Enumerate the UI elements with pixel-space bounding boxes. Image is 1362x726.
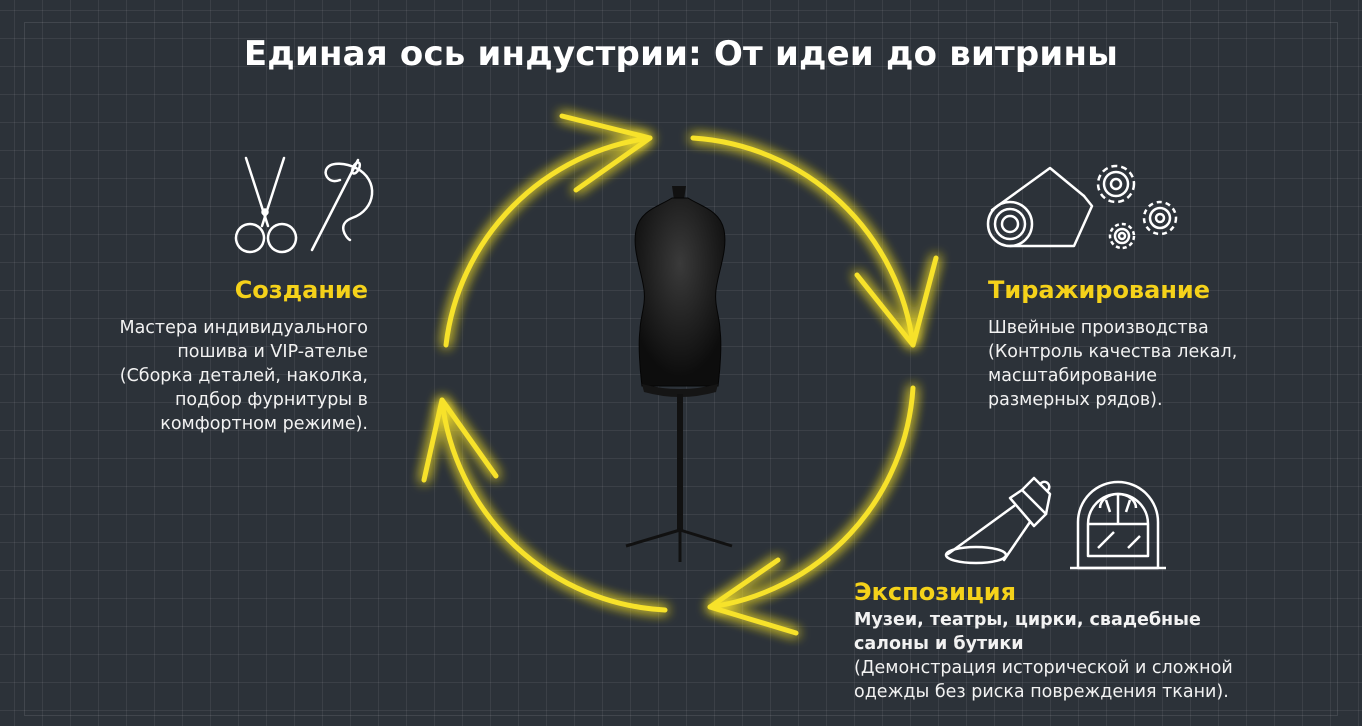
stage-description-replication: Швейные производства (Контроль качества … (988, 316, 1237, 412)
creation-line-4: подбор фурнитуры в (174, 390, 368, 410)
shop-window-icon (1070, 480, 1166, 570)
cycle-arrow-top-left (443, 113, 653, 348)
cycle-arrow-bottom-left (421, 397, 668, 613)
exposition-line-2: одежды без риска повреждения ткани). (854, 682, 1229, 702)
frame (24, 22, 1338, 716)
exposition-line-1: (Демонстрация исторической и сложной (854, 658, 1233, 678)
gears-icon (1096, 164, 1178, 250)
spotlight-icon (944, 476, 1052, 565)
stage-description-creation: Мастера индивидуального пошива и VIP-ате… (119, 316, 368, 436)
stage-heading-creation: Создание (234, 276, 368, 304)
stage-heading-exposition: Экспозиция (854, 578, 1016, 606)
replication-line-4: размерных рядов). (988, 390, 1163, 410)
creation-line-1: Мастера индивидуального (119, 318, 368, 338)
exposition-bold-line-1: Музеи, театры, цирки, свадебные (854, 610, 1201, 630)
creation-line-2: пошива и VIP-ателье (177, 342, 368, 362)
creation-line-3: (Сборка деталей, наколка, (119, 366, 368, 386)
cycle-arrow-top-right (690, 135, 939, 348)
stage-heading-replication: Тиражирование (988, 276, 1210, 304)
replication-line-1: Швейные производства (988, 318, 1209, 338)
scissors-icon (234, 156, 298, 254)
needle-thread-icon (310, 158, 374, 252)
mannequin-icon (625, 186, 733, 562)
stage-description-exposition: Музеи, театры, цирки, свадебные салоны и… (854, 608, 1233, 704)
cycle-arrow-bottom-right (707, 385, 916, 636)
replication-line-3: масштабирование (988, 366, 1158, 386)
page-title: Единая ось индустрии: От идеи до витрины (243, 34, 1119, 74)
exposition-bold-line-2: салоны и бутики (854, 634, 1024, 654)
replication-line-2: (Контроль качества лекал, (988, 342, 1238, 362)
fabric-roll-icon (986, 166, 1094, 248)
creation-line-5: комфортном режиме). (160, 414, 368, 434)
